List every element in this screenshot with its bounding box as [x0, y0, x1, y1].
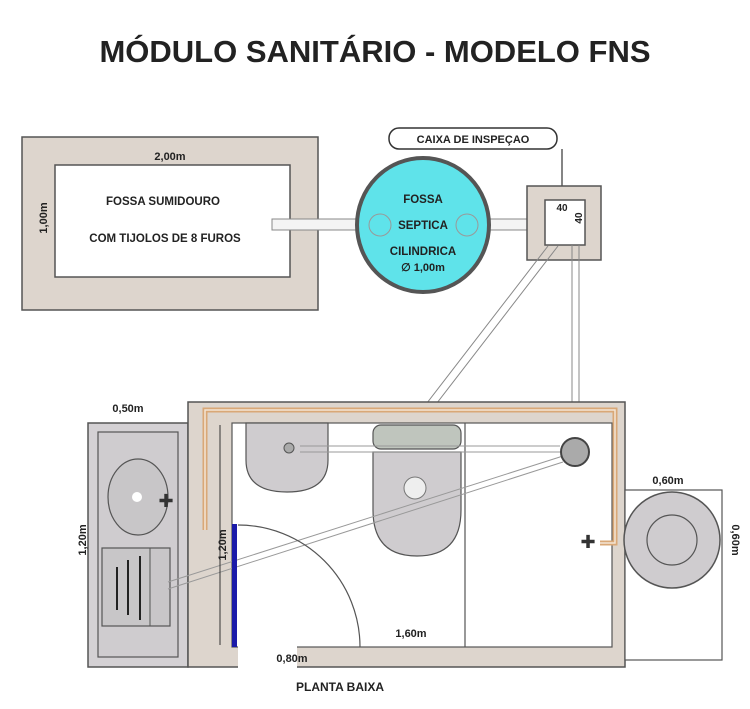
annex-width-label: 0,50m [112, 403, 143, 415]
plan-caption: PLANTA BAIXA [296, 680, 384, 694]
laundry-annex: 0,50m 1,20m [77, 403, 189, 668]
septica-line1: FOSSA [403, 194, 443, 206]
caixa-height: 40 [574, 212, 585, 224]
door-leaf [232, 524, 237, 647]
shower-width-label: 0,60m [652, 475, 683, 487]
fossa-septica: FOSSA SEPTICA CILINDRICA ∅ 1,00m [355, 156, 491, 294]
caixa-label: CAIXA DE INSPEÇAO [417, 134, 530, 146]
sumidouro-height-label: 1,00m [38, 202, 50, 233]
bathroom-plan: 1,20m 1,60m 0,80m [167, 401, 626, 668]
septica-diameter: ∅ 1,00m [401, 262, 445, 274]
caixa-width: 40 [556, 203, 568, 214]
sumidouro-line1: FOSSA SUMIDOURO [106, 196, 220, 208]
shower-height-label: 0,60m [729, 524, 741, 555]
septica-line3: CILINDRICA [390, 246, 456, 258]
sumidouro-line2: COM TIJOLOS DE 8 FUROS [89, 233, 241, 245]
shower-annex: 0,60m 0,60m [623, 475, 741, 661]
door-swing [237, 524, 361, 648]
faucet-icon: ✚ [158, 491, 173, 511]
caixa-inspecao: CAIXA DE INSPEÇAO 40 40 [388, 127, 602, 261]
septica-line2: SEPTICA [398, 220, 448, 232]
sumidouro-width-label: 2,00m [154, 151, 185, 163]
annex-height-label: 1,20m [77, 524, 89, 555]
door-height-label: 1,20m [217, 529, 229, 560]
door-width-label: 0,80m [276, 653, 307, 665]
floor-drain-icon [560, 437, 590, 467]
fossa-sumidouro: 2,00m 1,00m FOSSA SUMIDOURO COM TIJOLOS … [21, 136, 319, 311]
diagram-title: MÓDULO SANITÁRIO - MODELO FNS [99, 33, 650, 69]
shower-valve-icon: ✚ [580, 532, 595, 552]
room-width-label: 1,60m [395, 628, 426, 640]
